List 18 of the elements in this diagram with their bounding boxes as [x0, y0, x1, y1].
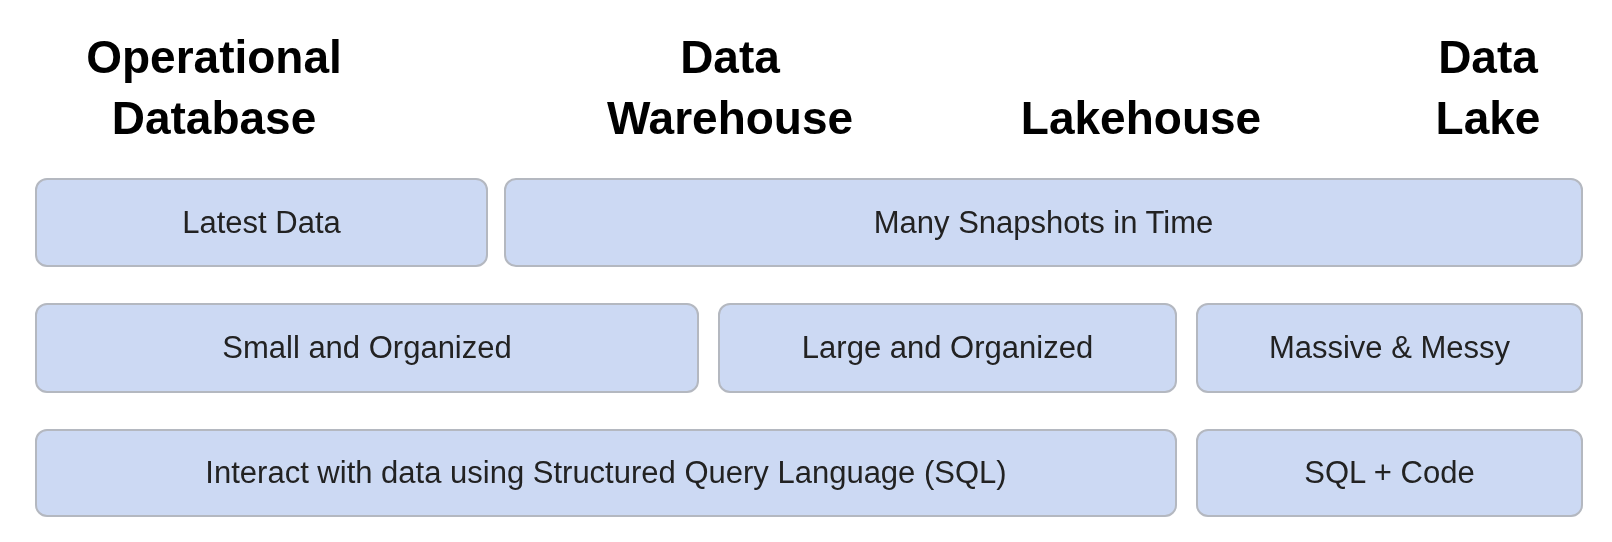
box-label: Interact with data using Structured Query Language (SQL) [205, 455, 1007, 491]
label-box [1196, 429, 1583, 517]
label-box [718, 303, 1177, 393]
column-heading: Data Lake [1434, 30, 1542, 146]
column-heading: Lakehouse [1019, 91, 1263, 146]
label-box [35, 178, 488, 267]
box-label: Massive & Messy [1268, 330, 1511, 366]
label-box [1196, 303, 1583, 393]
label-box [35, 429, 1177, 517]
box-label: Small and Organized [222, 330, 512, 366]
column-heading: Operational Database [85, 30, 343, 146]
column-heading: Data Warehouse [605, 30, 855, 146]
box-label: Large and Organized [801, 330, 1094, 366]
label-box [504, 178, 1583, 267]
box-label: Many Snapshots in Time [873, 204, 1214, 241]
box-label: SQL + Code [1304, 455, 1475, 491]
box-label: Latest Data [182, 204, 341, 241]
label-box [35, 303, 699, 393]
